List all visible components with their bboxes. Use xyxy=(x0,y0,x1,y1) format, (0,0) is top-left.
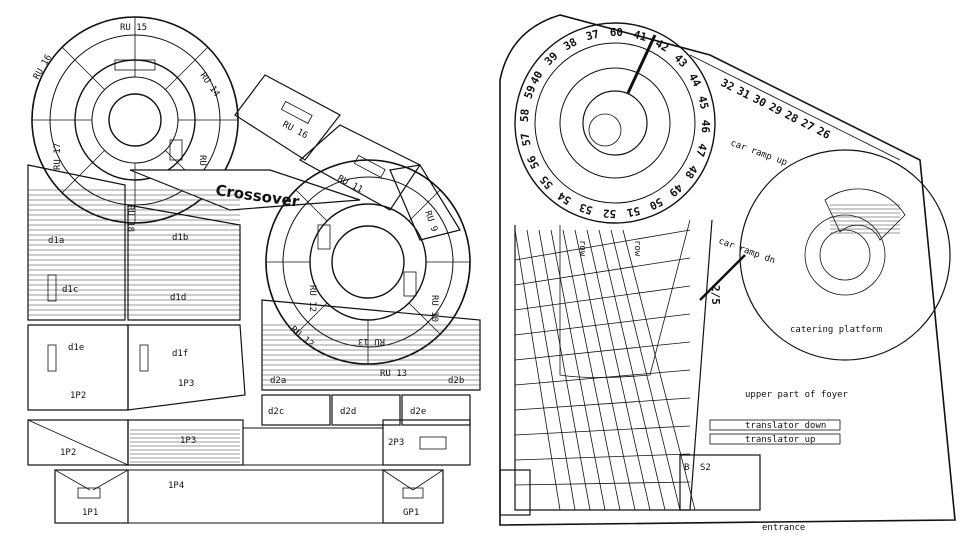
row-number: 37 xyxy=(585,27,601,43)
row-number: 54 xyxy=(555,189,574,207)
block-label: 1P4 xyxy=(168,481,184,491)
left-plan: RU 15 RU 14 RU 16 RU 17 RU 18 RU 18 Cros… xyxy=(27,16,481,524)
row-number: 56 xyxy=(525,153,543,171)
zone-label: d1d xyxy=(170,293,186,303)
row-number: 30 xyxy=(751,92,769,110)
ramp-label: row xyxy=(577,240,587,257)
zone-label: d1f xyxy=(172,349,188,359)
row-number: 44 xyxy=(686,71,704,89)
row-number: 29 xyxy=(767,100,785,118)
left-parking-decks: d1a d1c d1d d1e d1f 1P3 1P2 d1b xyxy=(27,164,246,411)
row-number: 38 xyxy=(561,35,579,53)
row-number: 58 xyxy=(518,108,532,122)
bottom-blocks: 1P2 1P3 2P3 1P1 1P4 GP1 xyxy=(27,419,471,524)
zone-label: d2e xyxy=(410,407,426,417)
block-label: 1P1 xyxy=(82,508,98,518)
catering-rotunda: catering platform xyxy=(739,149,951,361)
row-number: 60 xyxy=(610,26,623,39)
ru-label: RU 18 xyxy=(197,155,207,182)
row-number: 51 xyxy=(625,204,641,219)
foyer-label: upper part of foyer xyxy=(745,390,849,400)
entrance-label: entrance xyxy=(762,523,805,533)
zone-label: 1P3 xyxy=(178,379,194,389)
row-number: 47 xyxy=(693,142,709,159)
block-label: 2P3 xyxy=(388,438,404,448)
ru-label: RU 12 xyxy=(307,285,317,312)
zone-label: 1P2 xyxy=(70,391,86,401)
translator-up-label: translator up xyxy=(745,435,815,445)
translator-down-label: translator down xyxy=(745,421,826,431)
row-number: 48 xyxy=(682,163,700,181)
row-number: 32 xyxy=(719,76,737,94)
row-number: 41 xyxy=(632,28,649,44)
crossover-bridge: Crossover xyxy=(129,169,361,211)
row-number: 59 xyxy=(522,84,539,101)
row-number: 52 xyxy=(603,206,617,220)
catering-label: catering platform xyxy=(790,325,882,335)
ru-label: RU 10 xyxy=(429,295,439,322)
row-number: 45 xyxy=(695,95,711,111)
code-label: 2/5 xyxy=(709,285,722,305)
row-number: 31 xyxy=(735,84,753,102)
block-label: 1P3 xyxy=(180,436,196,446)
ru-label: RU 13 xyxy=(358,336,385,346)
row-number: 42 xyxy=(653,37,671,55)
block-label: 1P2 xyxy=(60,448,76,458)
row-number: 57 xyxy=(518,132,533,147)
lower-ramp-tower: RU 12 RU 10 RU 13 xyxy=(265,159,471,365)
ru-label: RU 18 xyxy=(125,205,135,232)
row-number: 40 xyxy=(528,69,546,87)
zone-label: d2a xyxy=(270,376,286,386)
row-number: 53 xyxy=(578,200,595,217)
row-number: 50 xyxy=(647,195,665,213)
ru-label: RU 15 xyxy=(120,23,147,33)
row-number: 46 xyxy=(699,120,713,134)
row-number: 27 xyxy=(799,116,817,134)
stair-label: S2 xyxy=(700,463,711,473)
block-label: GP1 xyxy=(403,508,419,518)
row-number: 28 xyxy=(783,108,801,126)
ru-label: RU 17 xyxy=(53,143,63,170)
ru-label: RU 13 xyxy=(380,369,407,379)
zone-label: d1c xyxy=(62,285,78,295)
ramp-label: row xyxy=(632,240,642,257)
row-number: 26 xyxy=(815,124,833,142)
zone-label: d1a xyxy=(48,236,64,246)
zone-label: d2c xyxy=(268,407,284,417)
zone-label: d2d xyxy=(340,407,356,417)
zone-label: d1e xyxy=(68,343,84,353)
stair-label: B xyxy=(684,463,689,473)
zone-label: d2b xyxy=(448,376,464,386)
zone-label: d1b xyxy=(172,233,188,243)
